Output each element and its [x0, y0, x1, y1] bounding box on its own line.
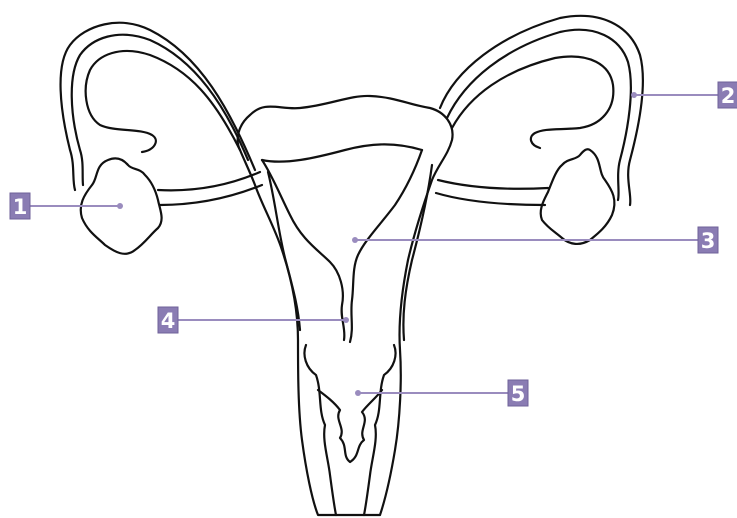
uterus-inner-wall — [262, 144, 422, 161]
label-tag-5: 5 — [508, 380, 528, 406]
label-tag-4: 4 — [158, 307, 178, 333]
leader-dot-2 — [631, 92, 637, 98]
right-ovary — [541, 149, 615, 244]
label-tag-1: 1 — [10, 193, 30, 219]
label-tag-3-text: 3 — [701, 229, 716, 253]
left-tube-middle — [72, 35, 248, 185]
right-myometrium — [403, 165, 432, 340]
right-ligament-lower — [436, 193, 545, 205]
leader-dot-3 — [352, 237, 358, 243]
left-ligament-lower — [160, 185, 262, 205]
left-tube-outer — [61, 23, 255, 190]
label-tag-2-text: 2 — [721, 84, 736, 108]
label-tag-3: 3 — [698, 227, 718, 253]
right-ligament-upper — [438, 180, 548, 189]
right-tube-middle — [447, 30, 631, 200]
vagina-left — [304, 345, 336, 515]
right-tube-inner — [452, 57, 613, 148]
anatomy-outline — [61, 16, 643, 515]
label-tag-1-text: 1 — [13, 195, 28, 219]
left-ligament-upper — [158, 172, 260, 190]
cavity-left-wall — [262, 160, 344, 340]
leader-lines — [30, 92, 718, 396]
label-tag-2: 2 — [718, 82, 737, 108]
right-tube-outer — [440, 16, 643, 205]
leader-dot-5 — [355, 390, 361, 396]
vaginal-rugae — [318, 390, 382, 462]
leader-dot-1 — [117, 203, 123, 209]
label-tag-5-text: 5 — [511, 382, 526, 406]
leader-dot-4 — [343, 317, 349, 323]
label-tag-4-text: 4 — [161, 309, 176, 333]
vagina-right — [364, 345, 396, 515]
